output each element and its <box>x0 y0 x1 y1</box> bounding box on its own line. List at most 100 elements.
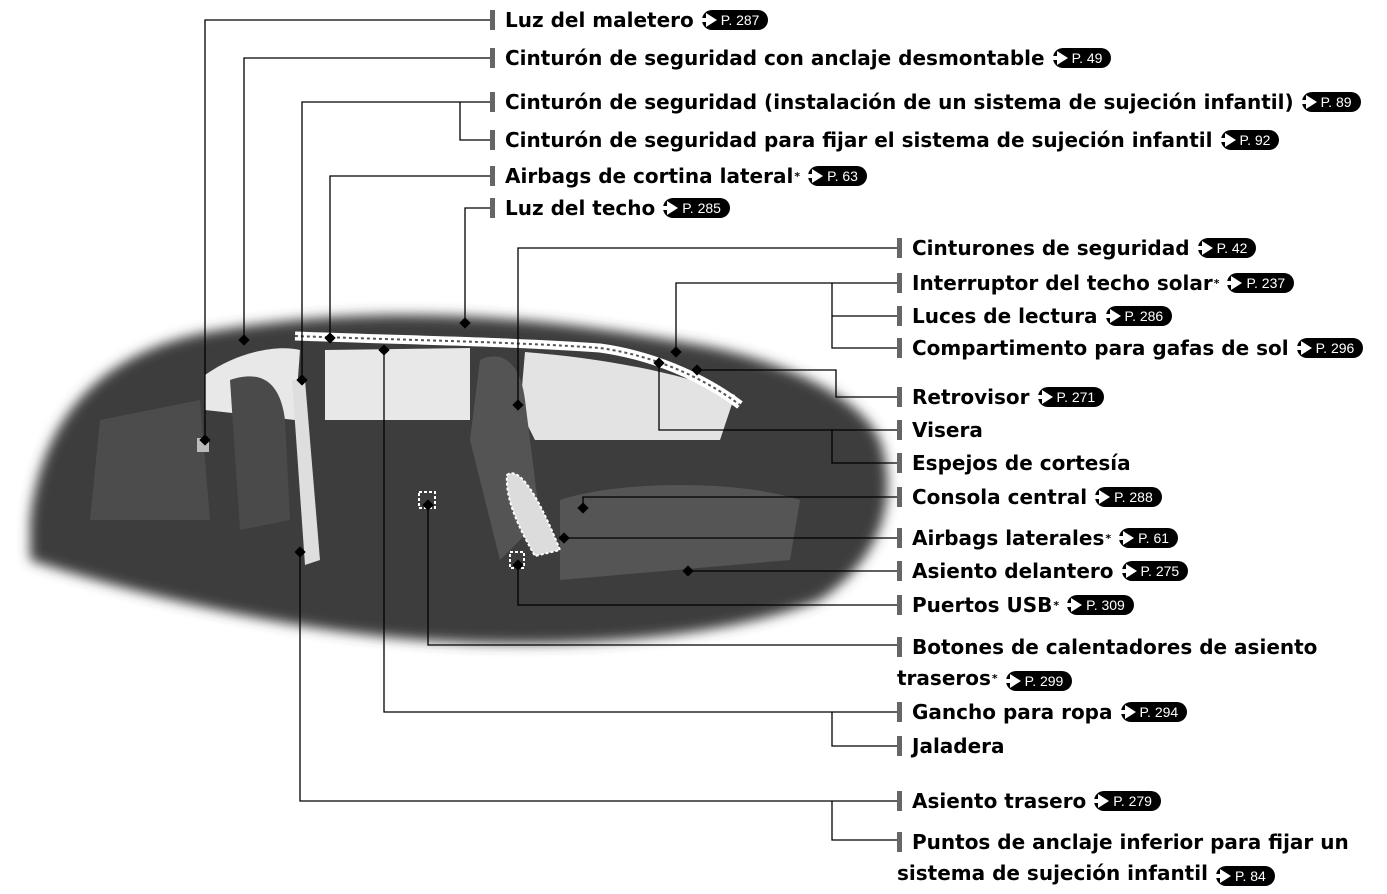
leader-compartimento <box>831 316 900 349</box>
callout-luz-maletero: Luz del maletero P. 287 <box>490 7 769 33</box>
leader-puntos-anclaje <box>831 801 900 841</box>
label-marker-bar <box>897 273 902 293</box>
pointer-dot <box>512 559 524 571</box>
pointer-dot <box>577 502 589 514</box>
leader-gancho <box>383 350 900 713</box>
leader-cinturon-instalacion <box>301 101 490 380</box>
page-ref-button[interactable]: P. 237 <box>1226 273 1295 293</box>
page-ref-button[interactable]: P. 49 <box>1051 48 1112 68</box>
arrow-right-icon <box>700 13 717 27</box>
callout-text: Luz del techo <box>505 196 656 220</box>
pointer-dot <box>558 532 570 544</box>
leader-airbags-cortina <box>329 175 490 338</box>
page-ref-text: P. 279 <box>1113 793 1152 809</box>
callout-text: Asiento delantero <box>912 559 1114 583</box>
page-ref-button[interactable]: P. 61 <box>1118 528 1179 548</box>
leader-lines <box>204 19 900 841</box>
pointer-dot <box>296 374 308 386</box>
page-ref-button[interactable]: P. 288 <box>1094 487 1162 507</box>
pointer-dot <box>691 364 703 376</box>
arrow-right-icon <box>1295 341 1312 355</box>
arrow-right-icon <box>662 201 679 215</box>
leader-espejos <box>831 430 900 464</box>
page-ref-text: P. 271 <box>1056 389 1096 405</box>
callout-text: Asiento trasero <box>912 789 1087 813</box>
asterisk-marker: * <box>1053 598 1060 612</box>
leader-luz-techo <box>464 207 490 323</box>
page-ref-button[interactable]: P. 84 <box>1214 866 1275 886</box>
pointer-dot <box>653 357 665 369</box>
callout-espejos: Espejos de cortesía <box>897 450 1131 476</box>
callout-airbags-laterales: Airbags laterales*P. 61 <box>897 525 1179 551</box>
page-ref-button[interactable]: P. 286 <box>1104 306 1173 326</box>
page-ref-button[interactable]: P. 275 <box>1120 561 1189 581</box>
label-marker-bar <box>490 198 495 218</box>
callout-cinturones: Cinturones de seguridad P. 42 <box>897 235 1257 261</box>
arrow-right-icon <box>1214 869 1231 883</box>
callout-text: Cinturones de seguridad <box>912 236 1190 260</box>
label-marker-bar <box>897 736 902 756</box>
page-ref-button[interactable]: P. 271 <box>1036 387 1105 407</box>
asterisk-marker: * <box>991 672 998 685</box>
page-ref-button[interactable]: P. 294 <box>1119 702 1188 722</box>
page-ref-button[interactable]: P. 63 <box>807 166 867 186</box>
page-ref-text: P. 288 <box>1114 489 1153 505</box>
page-ref-button[interactable]: P. 89 <box>1300 92 1361 112</box>
page-ref-text: P. 237 <box>1246 275 1286 291</box>
page-ref-text: P. 275 <box>1140 563 1180 579</box>
page-ref-button[interactable]: P. 299 <box>1004 671 1073 691</box>
pointer-dot <box>512 399 524 411</box>
label-marker-bar <box>897 528 902 548</box>
page-ref-text: P. 49 <box>1071 50 1103 66</box>
label-marker-bar <box>490 10 495 30</box>
callout-text: Interruptor del techo solar <box>912 271 1213 295</box>
label-marker-bar <box>490 130 495 150</box>
page-ref-button[interactable]: P. 287 <box>700 10 769 30</box>
label-marker-bar <box>897 238 902 258</box>
label-marker-bar <box>897 387 902 407</box>
callout-asiento-trasero: Asiento trasero P. 279 <box>897 788 1161 814</box>
arrow-right-icon <box>1104 309 1121 323</box>
callout-text: Luz del maletero <box>505 8 694 32</box>
arrow-right-icon <box>1120 564 1137 578</box>
page-ref-text: P. 294 <box>1139 704 1179 720</box>
page-ref-text: P. 286 <box>1124 308 1164 324</box>
pointer-dot <box>459 317 471 329</box>
callout-luz-techo: Luz del techo P. 285 <box>490 195 730 221</box>
page-ref-text: P. 287 <box>720 12 760 28</box>
leader-cinturones <box>517 247 900 405</box>
callout-text: Jaladera <box>912 734 1005 758</box>
page-ref-button[interactable]: P. 309 <box>1066 595 1134 615</box>
pointer-dots <box>199 317 703 577</box>
page-ref-button[interactable]: P. 296 <box>1295 338 1364 358</box>
callout-text: Retrovisor <box>912 385 1030 409</box>
arrow-right-icon <box>1051 51 1068 65</box>
callout-text: Botones de calentadores de asiento trase… <box>897 635 1318 690</box>
callout-text: Puntos de anclaje inferior para fijar un… <box>897 830 1349 885</box>
page-ref-button[interactable]: P. 279 <box>1093 791 1161 811</box>
page-ref-button[interactable]: P. 285 <box>662 198 730 218</box>
label-marker-bar <box>897 637 902 657</box>
label-marker-bar <box>490 92 495 112</box>
arrow-right-icon <box>1219 133 1236 147</box>
arrow-right-icon <box>1066 598 1083 612</box>
page-ref-text: P. 84 <box>1234 867 1266 884</box>
pointer-dot <box>294 546 306 558</box>
page-ref-button[interactable]: P. 92 <box>1219 130 1280 150</box>
leader-jaladera <box>831 712 900 747</box>
leader-retrovisor <box>697 369 900 398</box>
callout-text: Airbags de cortina lateral <box>505 164 794 188</box>
label-marker-bar <box>490 48 495 68</box>
leader-luz-maletero <box>204 19 490 440</box>
leader-cinturon-anclaje <box>243 57 490 340</box>
label-marker-bar <box>897 561 902 581</box>
pointer-dot <box>324 332 336 344</box>
page-ref-button[interactable]: P. 42 <box>1196 238 1257 258</box>
callout-text: Espejos de cortesía <box>912 451 1131 475</box>
callout-asiento-delantero: Asiento delantero P. 275 <box>897 558 1189 584</box>
page-ref-text: P. 42 <box>1216 240 1248 256</box>
